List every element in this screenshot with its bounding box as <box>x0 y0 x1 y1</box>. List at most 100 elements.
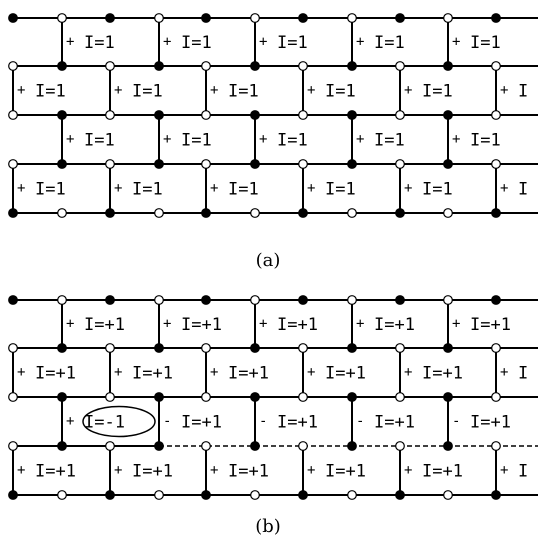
sign-label: + <box>210 181 218 197</box>
cell-label: I=1 <box>277 33 308 53</box>
open-vertex <box>154 13 164 23</box>
open-vertex <box>8 159 18 169</box>
filled-vertex <box>250 343 260 353</box>
filled-vertex <box>443 392 453 402</box>
sign-label: + <box>66 132 74 148</box>
open-vertex <box>491 61 501 71</box>
sign-label: + <box>17 463 25 479</box>
filled-vertex <box>395 295 405 305</box>
open-vertex <box>347 208 357 218</box>
sign-label: + <box>452 132 460 148</box>
open-vertex <box>347 295 357 305</box>
filled-vertex <box>443 441 453 451</box>
filled-vertex <box>105 295 115 305</box>
cell-label: I=1 <box>470 131 501 151</box>
sign-label: - <box>356 414 364 430</box>
cell-label: I=+1 <box>228 364 269 384</box>
filled-vertex <box>298 490 308 500</box>
filled-vertex <box>298 295 308 305</box>
open-vertex <box>154 490 164 500</box>
filled-vertex <box>347 61 357 71</box>
filled-vertex <box>347 159 357 169</box>
open-vertex <box>491 343 501 353</box>
open-vertex <box>491 159 501 169</box>
cell-label: I=+1 <box>132 364 173 384</box>
open-vertex <box>201 441 211 451</box>
sign-label: + <box>356 34 364 50</box>
filled-vertex <box>154 343 164 353</box>
open-vertex <box>154 295 164 305</box>
filled-vertex <box>57 159 67 169</box>
sign-label: + <box>66 316 74 332</box>
open-vertex <box>154 208 164 218</box>
filled-vertex <box>395 13 405 23</box>
open-vertex <box>298 392 308 402</box>
sign-label: + <box>404 83 412 99</box>
cell-label: I=1 <box>325 180 356 200</box>
open-vertex <box>250 208 260 218</box>
sign-label: + <box>307 365 315 381</box>
open-vertex <box>491 441 501 451</box>
sign-label: + <box>114 463 122 479</box>
filled-vertex <box>154 392 164 402</box>
sign-label: + <box>17 365 25 381</box>
cell-label: I=+1 <box>374 315 415 335</box>
open-vertex <box>57 208 67 218</box>
filled-vertex <box>298 208 308 218</box>
open-vertex <box>57 13 67 23</box>
sign-label: + <box>500 181 508 197</box>
sign-label: + <box>307 83 315 99</box>
open-vertex <box>105 61 115 71</box>
open-vertex <box>8 343 18 353</box>
filled-vertex <box>154 61 164 71</box>
sign-label: + <box>114 365 122 381</box>
filled-vertex <box>154 110 164 120</box>
sign-label: + <box>404 365 412 381</box>
open-vertex <box>201 343 211 353</box>
open-vertex <box>298 159 308 169</box>
open-vertex <box>395 61 405 71</box>
cell-label: I=1 <box>422 180 453 200</box>
filled-vertex <box>57 441 67 451</box>
open-vertex <box>105 110 115 120</box>
cell-label: I=1 <box>470 33 501 53</box>
sign-label: + <box>210 83 218 99</box>
cell-label: I=+1 <box>35 364 76 384</box>
filled-vertex <box>154 441 164 451</box>
open-vertex <box>443 13 453 23</box>
open-vertex <box>201 392 211 402</box>
filled-vertex <box>8 295 18 305</box>
sign-label: + <box>66 414 74 430</box>
cell-label: I=1 <box>181 131 212 151</box>
open-vertex <box>250 295 260 305</box>
filled-vertex <box>298 13 308 23</box>
open-vertex <box>443 490 453 500</box>
filled-vertex <box>201 208 211 218</box>
sign-label: - <box>163 414 171 430</box>
cell-label: I=+1 <box>132 462 173 482</box>
filled-vertex <box>8 13 18 23</box>
cell-label: I=+1 <box>181 315 222 335</box>
open-vertex <box>443 208 453 218</box>
open-vertex <box>250 13 260 23</box>
filled-vertex <box>347 392 357 402</box>
filled-vertex <box>491 208 501 218</box>
sign-label: + <box>114 83 122 99</box>
open-vertex <box>395 159 405 169</box>
cell-label: I=+1 <box>374 413 415 433</box>
filled-vertex <box>8 208 18 218</box>
filled-vertex <box>57 392 67 402</box>
cell-label: I=-1 <box>84 413 125 433</box>
cell-label: I=1 <box>132 180 163 200</box>
filled-vertex <box>347 110 357 120</box>
cell-label: I <box>518 180 528 200</box>
cell-label: I=1 <box>277 131 308 151</box>
open-vertex <box>298 343 308 353</box>
cell-label: I=1 <box>228 180 259 200</box>
filled-vertex <box>395 208 405 218</box>
filled-vertex <box>250 392 260 402</box>
cell-label: I=+1 <box>422 364 463 384</box>
open-vertex <box>57 490 67 500</box>
open-vertex <box>347 13 357 23</box>
open-vertex <box>395 392 405 402</box>
